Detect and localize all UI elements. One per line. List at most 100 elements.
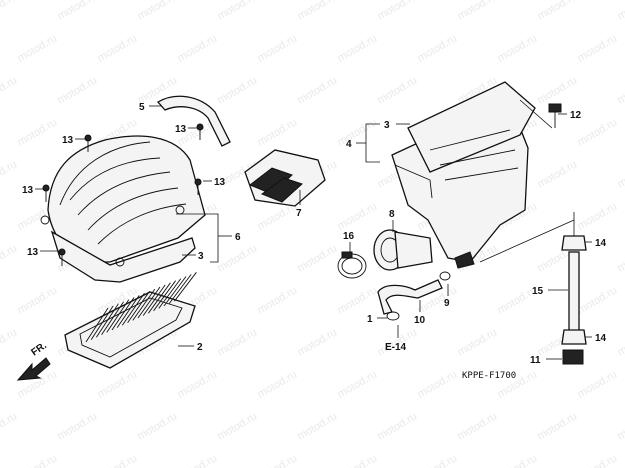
diagram-code: KPPE-F1700: [462, 371, 516, 381]
callouts: 5 13 13 13 13 13 3 6 2 7 3 4 8 16 9 10 1…: [22, 102, 607, 381]
watermark-text: motod.ru: [536, 0, 580, 23]
watermark-text: motod.ru: [0, 410, 19, 442]
callout-10: 10: [414, 315, 426, 326]
watermark-text: motod.ru: [536, 410, 580, 442]
callout-13: 13: [22, 185, 34, 196]
filter-pleat: [85, 307, 109, 343]
watermark-text: motod.ru: [56, 74, 100, 106]
watermark-text: motod.ru: [576, 452, 620, 468]
watermark-text: motod.ru: [216, 410, 260, 442]
filter-pleat: [142, 284, 166, 316]
watermark-text: motod.ru: [0, 158, 19, 190]
watermark-text: motod.ru: [336, 32, 380, 64]
callout-3: 3: [384, 120, 390, 131]
filter-pleat: [153, 280, 176, 312]
watermark-text: motod.ru: [296, 410, 340, 442]
filter-pleat: [106, 299, 130, 333]
watermark-text: motod.ru: [336, 200, 380, 232]
watermark-text: motod.ru: [296, 326, 340, 358]
callout-4: 4: [346, 139, 352, 150]
watermark-text: motod.ru: [456, 326, 500, 358]
watermark-text: motod.ru: [16, 452, 60, 468]
watermark-text: motod.ru: [616, 0, 625, 23]
watermark-text: motod.ru: [296, 242, 340, 274]
watermark-text: motod.ru: [0, 74, 19, 106]
intake-joint: [373, 229, 433, 271]
callout-1: 1: [367, 314, 373, 325]
filter-pleat: [116, 295, 140, 328]
filter-pleat: [163, 276, 187, 307]
watermark-text: motod.ru: [56, 0, 100, 23]
filter-pleat: [174, 272, 197, 302]
watermark-text: motod.ru: [96, 452, 140, 468]
watermark-text: motod.ru: [0, 242, 19, 274]
filter-pleat: [90, 305, 114, 340]
watermark-text: motod.ru: [496, 452, 540, 468]
callout-14: 14: [595, 333, 607, 344]
watermark-text: motod.ru: [136, 0, 180, 23]
watermark-text: motod.ru: [616, 410, 625, 442]
clamp-band: [337, 251, 367, 279]
breather-tube-assembly: [561, 235, 587, 365]
watermark-text: motod.ru: [336, 116, 380, 148]
callout-5: 5: [139, 102, 145, 113]
filter-pleat: [137, 286, 161, 319]
watermark-text: motod.ru: [256, 368, 300, 400]
filter-pleat: [96, 303, 119, 338]
callout-3: 3: [198, 251, 204, 262]
filter-pleat: [127, 290, 150, 324]
watermark-text: motod.ru: [576, 368, 620, 400]
watermark-text: motod.ru: [96, 32, 140, 64]
watermark-text: motod.ru: [456, 410, 500, 442]
watermark-text: motod.ru: [576, 284, 620, 316]
callout-13: 13: [175, 124, 187, 135]
tube-clip: [439, 271, 451, 281]
callout-2: 2: [197, 342, 203, 353]
watermark-text: motod.ru: [296, 74, 340, 106]
watermark-text: motod.ru: [216, 74, 260, 106]
filter-pleat: [122, 293, 145, 326]
callout-12: 12: [570, 110, 582, 121]
reference-label: E-14: [385, 342, 407, 353]
callout-15: 15: [532, 286, 544, 297]
screws: [42, 123, 204, 266]
watermark-text: motod.ru: [416, 32, 460, 64]
callout-9: 9: [444, 298, 450, 309]
watermark-text: motod.ru: [576, 32, 620, 64]
watermark-text: motod.ru: [616, 158, 625, 190]
drain-tube: [377, 279, 443, 315]
watermark-text: motod.ru: [16, 284, 60, 316]
drain-plug: [386, 311, 400, 321]
watermark-text: motod.ru: [176, 368, 220, 400]
watermark-text: motod.ru: [256, 284, 300, 316]
filter-pleat: [158, 278, 182, 309]
watermark-text: motod.ru: [56, 410, 100, 442]
watermark-text: motod.ru: [496, 32, 540, 64]
watermark-text: motod.ru: [176, 32, 220, 64]
connecting-tube: [244, 149, 326, 207]
watermark-text: motod.ru: [256, 452, 300, 468]
filter-pleat: [168, 274, 192, 304]
watermark-text: motod.ru: [576, 116, 620, 148]
watermark-text: motod.ru: [616, 74, 625, 106]
watermark-text: motod.ru: [96, 368, 140, 400]
callout-14: 14: [595, 238, 607, 249]
callout-8: 8: [389, 209, 395, 220]
callout-11: 11: [530, 355, 541, 366]
watermark-text: motod.ru: [176, 452, 220, 468]
watermark-text: motod.ru: [536, 158, 580, 190]
watermark-text: motod.ru: [216, 0, 260, 23]
callout-13: 13: [214, 177, 226, 188]
leader-lines: [35, 99, 592, 360]
air-cleaner-cover: [40, 135, 206, 283]
strap-part: [156, 95, 231, 147]
callout-13: 13: [27, 247, 39, 258]
watermark-text: motod.ru: [296, 0, 340, 23]
watermark-text: motod.ru: [256, 116, 300, 148]
watermark-text: motod.ru: [376, 0, 420, 23]
watermark-text: motod.ru: [616, 242, 625, 274]
watermark-text: motod.ru: [536, 74, 580, 106]
watermark-text: motod.ru: [416, 368, 460, 400]
watermark-text: motod.ru: [16, 32, 60, 64]
